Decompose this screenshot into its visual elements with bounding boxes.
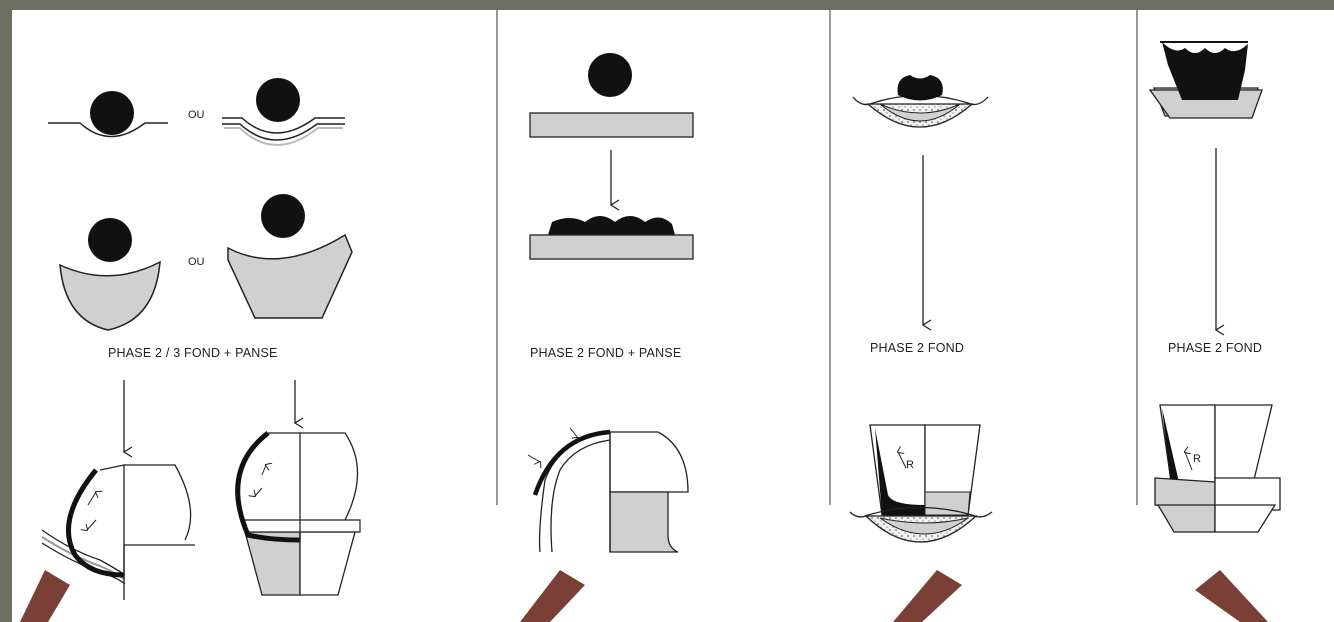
force-label-4: R — [1193, 453, 1201, 465]
top-margin-bar — [12, 0, 1334, 10]
alt-label-ou-2: OU — [188, 256, 205, 268]
phase-label-1: PHASE 2 / 3 FOND + PANSE — [108, 346, 278, 360]
flattened-clay-on-bat — [530, 216, 693, 259]
force-label-3: R — [906, 459, 914, 471]
flat-bat-top — [530, 113, 693, 137]
clay-ball — [588, 53, 632, 97]
phase-label-4: PHASE 2 FOND — [1168, 341, 1262, 355]
phase-label-2: PHASE 2 FOND + PANSE — [530, 346, 681, 360]
phase-label-3: PHASE 2 FOND — [870, 341, 964, 355]
alt-label-ou-1: OU — [188, 109, 205, 121]
paper-sheet — [12, 10, 1334, 622]
